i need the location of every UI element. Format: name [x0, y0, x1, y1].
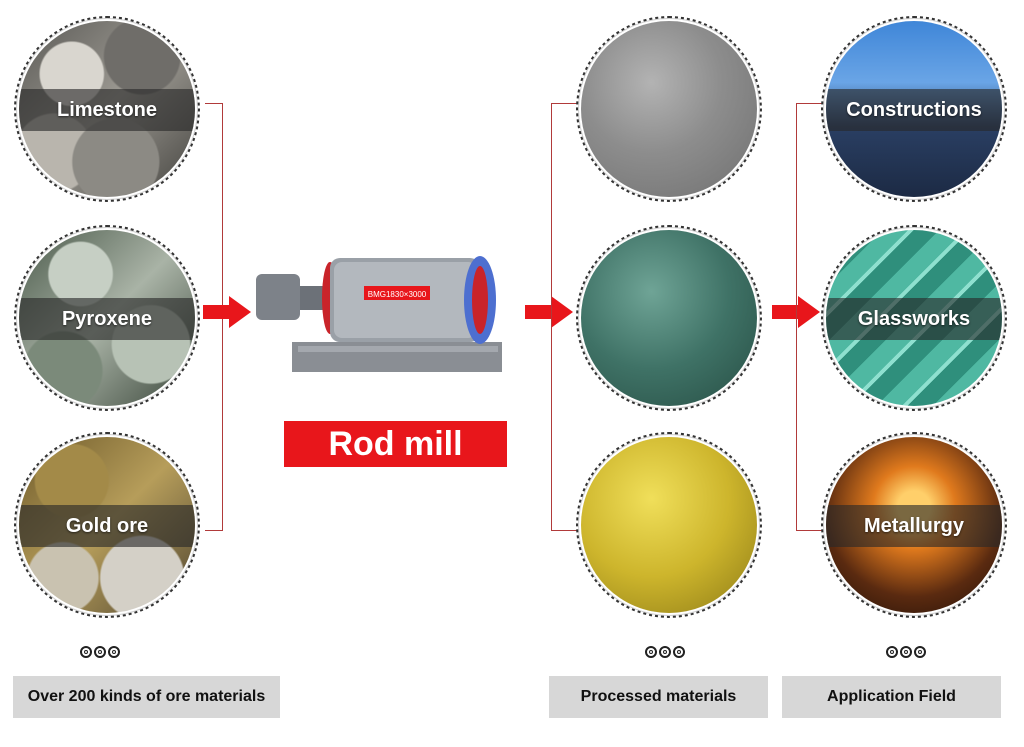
glass-image: Glassworks	[826, 230, 1002, 406]
dotted-ring-icon	[821, 16, 1007, 202]
metallurgy-image: Metallurgy	[826, 437, 1002, 613]
grey-powder-image	[581, 21, 757, 197]
dotted-ring-icon	[821, 432, 1007, 618]
gold-ore-image: Gold ore	[19, 437, 195, 613]
triple-circle-icon	[645, 646, 685, 658]
dotted-ring-icon	[14, 225, 200, 411]
connector-line	[796, 103, 822, 104]
caption-application-field: Application Field	[782, 676, 1001, 718]
connector-line	[796, 103, 797, 531]
machine-plate: BMG1830×3000	[368, 290, 427, 299]
construction-image: Constructions	[826, 21, 1002, 197]
triple-circle-icon	[886, 646, 926, 658]
connector-line	[796, 530, 822, 531]
connector-line	[551, 530, 577, 531]
dotted-ring-icon	[576, 225, 762, 411]
limestone-image: Limestone	[19, 21, 195, 197]
dotted-ring-icon	[576, 432, 762, 618]
dotted-ring-icon	[14, 432, 200, 618]
application-label: Glassworks	[857, 307, 971, 330]
ore-label: Limestone	[56, 98, 158, 121]
ore-label: Pyroxene	[61, 307, 153, 330]
application-label: Constructions	[846, 98, 982, 121]
dotted-ring-icon	[576, 16, 762, 202]
application-label: Metallurgy	[863, 514, 965, 537]
rod-mill-title: Rod mill	[284, 421, 507, 467]
connector-line	[205, 530, 223, 531]
green-powder-image	[581, 230, 757, 406]
arrow-right-icon	[525, 296, 573, 328]
connector-line	[205, 103, 223, 104]
caption-ore-materials: Over 200 kinds of ore materials	[13, 676, 280, 718]
triple-circle-icon	[80, 646, 120, 658]
connector-line	[551, 103, 552, 531]
gold-powder-image	[581, 437, 757, 613]
dotted-ring-icon	[821, 225, 1007, 411]
rod-mill-machine: BMG1830×3000	[252, 246, 512, 378]
pyroxene-image: Pyroxene	[19, 230, 195, 406]
caption-processed-materials: Processed materials	[549, 676, 768, 718]
rod-mill-icon: BMG1830×3000	[256, 256, 502, 372]
arrow-right-icon	[203, 296, 251, 328]
ore-label: Gold ore	[65, 514, 149, 537]
connector-line	[551, 103, 577, 104]
dotted-ring-icon	[14, 16, 200, 202]
